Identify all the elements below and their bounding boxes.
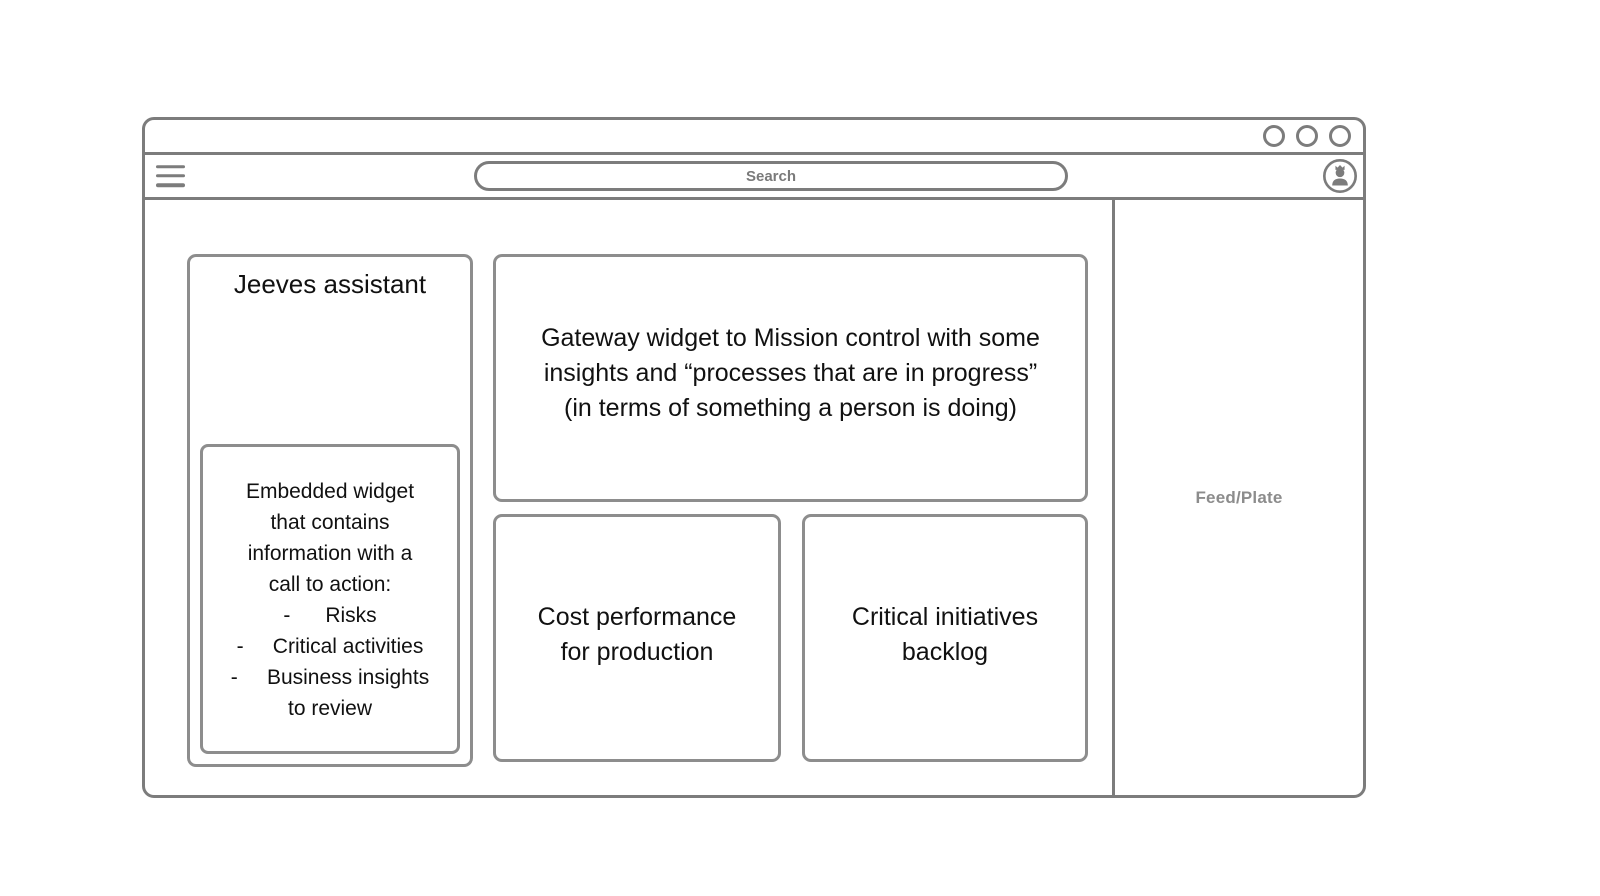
cost-performance-label-line: Cost performance — [537, 603, 737, 631]
hamburger-menu-icon[interactable] — [156, 165, 185, 187]
user-avatar-icon — [1322, 158, 1358, 194]
hamburger-bar — [156, 165, 185, 169]
embedded-cta-line: to review — [287, 697, 373, 720]
gateway-widget-line: insights and “processes that are in prog… — [543, 358, 1038, 387]
critical-initiatives-label-line: Critical initiatives — [851, 603, 1039, 631]
critical-initiatives-label-line: backlog — [901, 638, 989, 666]
jeeves-assistant-title: Jeeves assistant — [233, 269, 427, 299]
critical-initiatives-widget[interactable]: Critical initiatives backlog — [802, 514, 1088, 762]
gateway-widget-line: Gateway widget to Mission control with s… — [541, 323, 1040, 352]
gateway-mission-control-widget[interactable]: Gateway widget to Mission control with s… — [493, 254, 1088, 502]
cost-performance-label-line: for production — [560, 638, 714, 666]
hamburger-bar — [156, 183, 185, 187]
main-content: Jeeves assistant Embedded widget that co… — [145, 200, 1363, 795]
search-input[interactable] — [474, 161, 1068, 191]
embedded-cta-line: that contains — [270, 511, 390, 534]
jeeves-assistant-widget[interactable]: Jeeves assistant Embedded widget that co… — [187, 254, 473, 767]
embedded-cta-widget[interactable]: Embedded widget that contains informatio… — [200, 444, 460, 754]
app-window: Jeeves assistant Embedded widget that co… — [142, 117, 1366, 798]
embedded-cta-list-item-business-insights: - Business insights — [230, 666, 430, 689]
embedded-cta-line: call to action: — [268, 573, 392, 596]
feed-panel-label: Feed/Plate — [1195, 487, 1283, 507]
window-title-bar — [145, 120, 1363, 155]
window-control-circle-icon[interactable] — [1263, 125, 1285, 147]
feed-panel: Feed/Plate — [1112, 200, 1363, 795]
embedded-cta-line: information with a — [247, 542, 413, 565]
embedded-cta-list-item-critical-activities: - Critical activities — [236, 635, 424, 658]
user-avatar-button[interactable] — [1321, 157, 1359, 195]
window-control-circle-icon[interactable] — [1296, 125, 1318, 147]
embedded-cta-list-item-risks: - Risks — [283, 604, 377, 627]
embedded-cta-line: Embedded widget — [245, 480, 415, 503]
widget-area: Jeeves assistant Embedded widget that co… — [145, 200, 1112, 795]
cost-performance-widget[interactable]: Cost performance for production — [493, 514, 781, 762]
window-control-circle-icon[interactable] — [1329, 125, 1351, 147]
toolbar — [145, 155, 1363, 200]
gateway-widget-line: (in terms of something a person is doing… — [564, 393, 1017, 422]
hamburger-bar — [156, 174, 185, 178]
